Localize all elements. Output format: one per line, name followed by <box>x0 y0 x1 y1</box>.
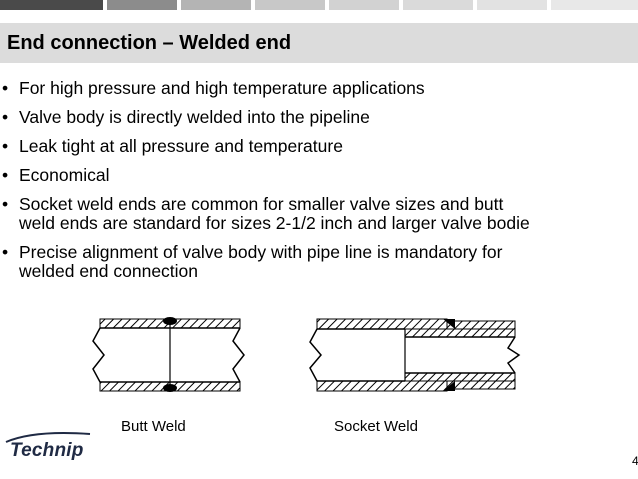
bullet-text: Valve body is directly welded into the p… <box>19 108 370 127</box>
title-bar: End connection – Welded end <box>0 23 638 63</box>
bullet-dot: • <box>2 137 9 156</box>
butt-weld-caption: Butt Weld <box>121 418 186 435</box>
bullet-dot: • <box>2 195 9 214</box>
top-bar-segment <box>399 0 403 10</box>
bullet-item: • Valve body is directly welded into the… <box>0 108 638 127</box>
bullet-item: • Precise alignment of valve body with p… <box>0 243 638 281</box>
bullet-dot: • <box>2 243 9 262</box>
top-bar-segment <box>473 0 477 10</box>
bullet-text: For high pressure and high temperature a… <box>19 79 425 98</box>
top-bar-segment <box>547 0 551 10</box>
top-bar-segment <box>255 0 325 10</box>
logo-swoosh <box>5 432 91 443</box>
bullet-text: Leak tight at all pressure and temperatu… <box>19 137 343 156</box>
top-bar-segment <box>329 0 399 10</box>
page-number: 4 <box>632 454 638 468</box>
bullet-text: Economical <box>19 166 110 185</box>
top-bar-segment <box>251 0 255 10</box>
bullet-item: • Economical <box>0 166 638 185</box>
slide-title: End connection – Welded end <box>7 32 292 54</box>
bullet-text: welded end connection <box>19 261 199 281</box>
company-logo: Technip <box>10 440 84 461</box>
butt-weld-diagram <box>92 317 245 392</box>
bullet-item: • Socket weld ends are common for smalle… <box>0 195 638 233</box>
top-bar-segment <box>107 0 177 10</box>
socket-weld-caption: Socket Weld <box>334 418 418 435</box>
top-bar-segment <box>325 0 329 10</box>
bullet-dot: • <box>2 166 9 185</box>
top-decorative-bar <box>0 0 638 10</box>
top-bar-segment <box>177 0 181 10</box>
top-bar-segment <box>551 0 638 10</box>
bullet-dot: • <box>2 79 9 98</box>
socket-weld-diagram <box>309 318 521 392</box>
bullet-item: • Leak tight at all pressure and tempera… <box>0 137 638 156</box>
top-bar-segment <box>181 0 251 10</box>
bullet-item: • For high pressure and high temperature… <box>0 79 638 98</box>
top-bar-segment <box>0 0 103 10</box>
bullet-dot: • <box>2 108 9 127</box>
bullet-list: • For high pressure and high temperature… <box>0 79 638 291</box>
bullet-text: Socket weld ends are common for smaller … <box>19 195 504 214</box>
top-bar-segment <box>477 0 547 10</box>
top-bar-segment <box>103 0 107 10</box>
top-bar-segment <box>403 0 473 10</box>
bullet-text: weld ends are standard for sizes 2-1/2 i… <box>19 213 530 233</box>
bullet-text: Precise alignment of valve body with pip… <box>19 243 503 262</box>
